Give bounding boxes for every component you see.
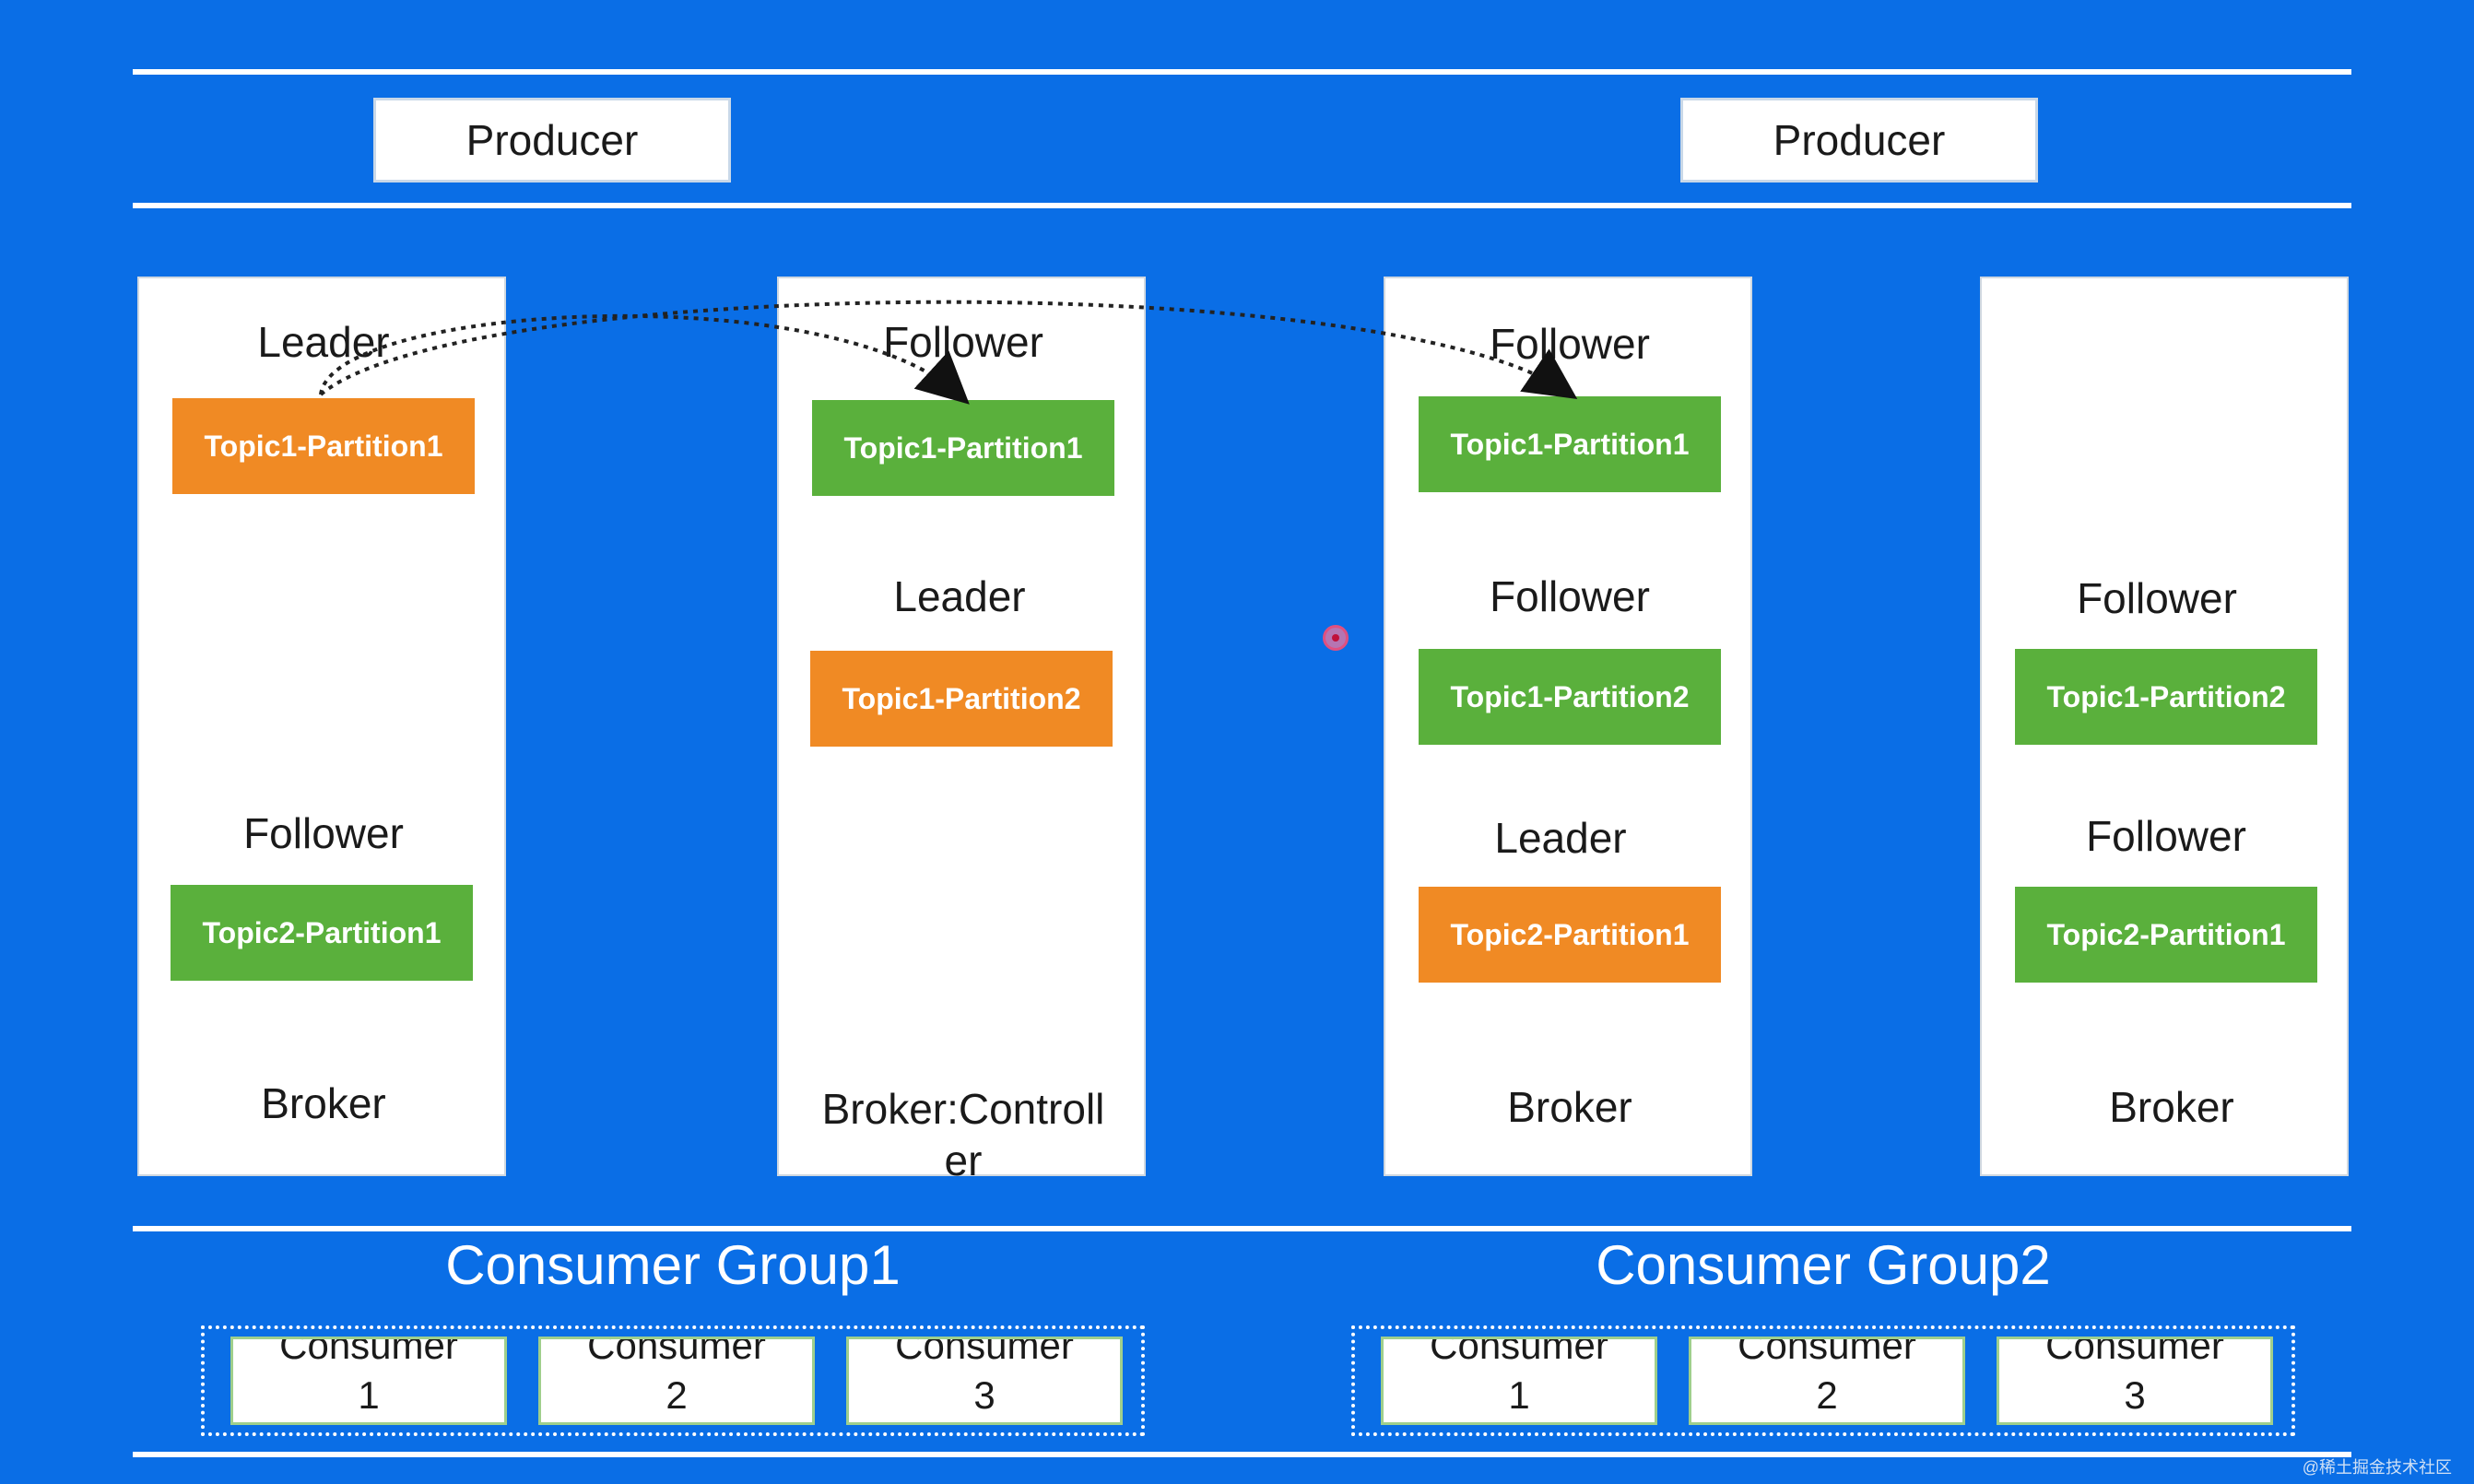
role-label: Follower [2077,574,2237,622]
broker-2-controller: Follower Topic1-Partition1 Leader Topic1… [777,277,1146,1184]
role-label: Follower [1490,572,1650,620]
consumer-group-1-title: Consumer Group1 [445,1234,901,1296]
partition-leader: Topic2-Partition1 [1419,887,1721,983]
consumer-number: 2 [666,1373,688,1417]
producer-box-1: Producer [373,98,731,183]
top-divider-line [133,69,2351,75]
consumer-box: Consumer 2 [1689,1337,1965,1425]
consumer-label: Consumer [1738,1337,1916,1367]
broker-name: Broker [1507,1083,1632,1131]
consumer-group-2-title: Consumer Group2 [1596,1234,2051,1296]
consumer-label: Consumer [587,1337,766,1367]
partition-follower: Topic2-Partition1 [171,885,473,981]
role-label: Leader [893,572,1026,620]
partition-follower: Topic1-Partition2 [2015,649,2317,745]
consumer-label: Consumer [2045,1337,2224,1367]
consumer-number: 1 [1508,1373,1530,1417]
consumer-divider-line [133,1226,2351,1231]
role-label: Leader [1494,814,1627,862]
producer-label: Producer [465,116,639,164]
consumer-label: Consumer [279,1337,458,1367]
bottom-divider-line [133,1452,2351,1457]
broker-name: Broker:Controll [821,1085,1105,1133]
role-label: Leader [257,318,390,366]
partition-leader: Topic1-Partition1 [172,398,475,494]
broker-4: Follower Topic1-Partition2 Follower Topi… [1980,277,2349,1176]
producer-divider-line [133,203,2351,208]
partition-follower: Topic1-Partition1 [812,400,1114,496]
consumer-box: Consumer 2 [538,1337,815,1425]
consumer-group-1-frame [201,1325,1145,1436]
broker-name: Broker [261,1079,386,1127]
broker-name-continued: er [944,1137,983,1184]
role-label: Follower [883,318,1043,366]
role-label: Follower [243,809,404,857]
consumer-box: Consumer 1 [230,1337,507,1425]
consumer-number: 2 [1816,1373,1838,1417]
consumer-number: 1 [358,1373,380,1417]
consumer-label: Consumer [1430,1337,1608,1367]
producer-box-2: Producer [1680,98,2038,183]
partition-leader: Topic1-Partition2 [810,651,1113,747]
producer-label: Producer [1773,116,1946,164]
consumer-group-2-frame [1351,1325,2295,1436]
role-label: Follower [1490,320,1650,368]
consumer-number: 3 [973,1373,995,1417]
broker-3: Follower Topic1-Partition1 Follower Topi… [1384,277,1752,1176]
broker-name: Broker [2109,1083,2234,1131]
partition-follower: Topic1-Partition1 [1419,396,1721,492]
consumer-number: 3 [2124,1373,2146,1417]
consumer-box: Consumer 3 [846,1337,1123,1425]
consumer-label: Consumer [895,1337,1074,1367]
consumer-box: Consumer 1 [1381,1337,1657,1425]
broker-1: Leader Topic1-Partition1 Follower Topic2… [137,277,506,1176]
cursor-indicator [1323,625,1349,651]
consumer-box: Consumer 3 [1997,1337,2273,1425]
partition-follower: Topic1-Partition2 [1419,649,1721,745]
role-label: Follower [2086,812,2246,860]
partition-follower: Topic2-Partition1 [2015,887,2317,983]
watermark: @稀土掘金技术社区 [2302,1458,2452,1477]
